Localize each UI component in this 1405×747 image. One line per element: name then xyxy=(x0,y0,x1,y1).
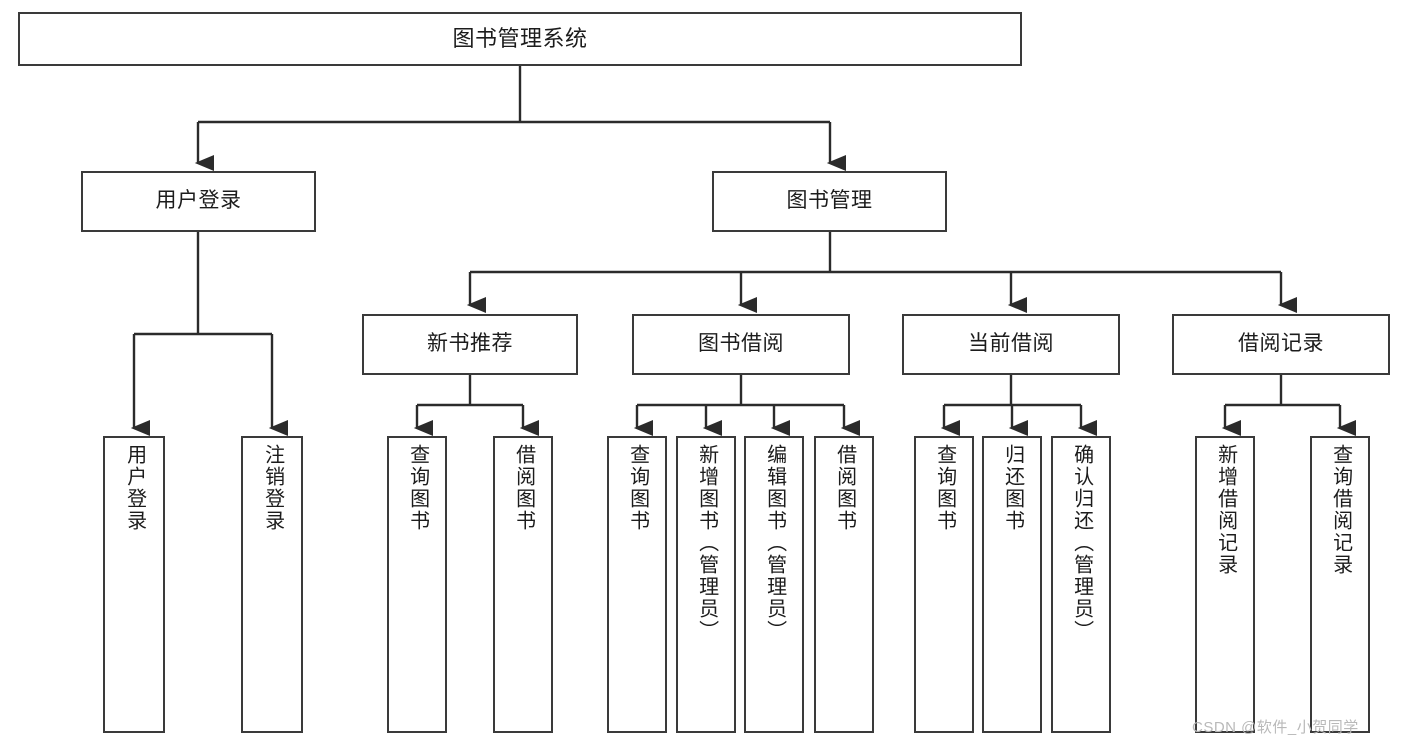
node-label: 查询图书 xyxy=(406,444,429,532)
node-label: 借阅记录 xyxy=(1238,332,1324,356)
node-current-borrowing[interactable]: 当前借阅 xyxy=(902,314,1120,375)
leaf-current-borrow-return-book[interactable]: 归还图书 xyxy=(982,436,1042,733)
node-label: 图书管理系统 xyxy=(452,26,588,52)
node-new-book-recommendation[interactable]: 新书推荐 xyxy=(362,314,578,375)
node-label: 注销登录 xyxy=(261,444,284,532)
leaf-current-borrow-confirm-return-admin[interactable]: 确认归还（管理员） xyxy=(1051,436,1111,733)
node-label: 查询图书 xyxy=(626,444,649,532)
node-book-management[interactable]: 图书管理 xyxy=(712,171,947,232)
leaf-book-borrow-add-book-admin[interactable]: 新增图书（管理员） xyxy=(676,436,736,733)
node-label: 借阅图书 xyxy=(833,444,856,532)
node-label: 新增图书（管理员） xyxy=(695,444,718,642)
node-label: 图书管理 xyxy=(786,189,873,213)
leaf-borrow-record-add-record[interactable]: 新增借阅记录 xyxy=(1195,436,1255,733)
leaf-current-borrow-query-book[interactable]: 查询图书 xyxy=(914,436,974,733)
node-label: 图书借阅 xyxy=(698,332,784,356)
node-label: 当前借阅 xyxy=(968,332,1054,356)
node-label: 新增借阅记录 xyxy=(1214,444,1237,576)
leaf-new-book-query-book[interactable]: 查询图书 xyxy=(387,436,447,733)
node-user-login[interactable]: 用户登录 xyxy=(81,171,316,232)
node-label: 用户登录 xyxy=(123,444,146,532)
leaf-book-borrow-query-book[interactable]: 查询图书 xyxy=(607,436,667,733)
node-label: 归还图书 xyxy=(1001,444,1024,532)
node-label: 查询借阅记录 xyxy=(1329,444,1352,576)
leaf-book-borrow-edit-book-admin[interactable]: 编辑图书（管理员） xyxy=(744,436,804,733)
node-label: 查询图书 xyxy=(933,444,956,532)
node-label: 借阅图书 xyxy=(512,444,535,532)
node-label: 确认归还（管理员） xyxy=(1070,444,1093,642)
node-root-book-management-system[interactable]: 图书管理系统 xyxy=(18,12,1022,66)
leaf-new-book-borrow-book[interactable]: 借阅图书 xyxy=(493,436,553,733)
node-label: 新书推荐 xyxy=(427,332,513,356)
node-borrowing-record[interactable]: 借阅记录 xyxy=(1172,314,1390,375)
node-label: 编辑图书（管理员） xyxy=(763,444,786,642)
leaf-book-borrow-borrow-book[interactable]: 借阅图书 xyxy=(814,436,874,733)
leaf-user-login-logout[interactable]: 注销登录 xyxy=(241,436,303,733)
leaf-borrow-record-query-record[interactable]: 查询借阅记录 xyxy=(1310,436,1370,733)
node-label: 用户登录 xyxy=(155,189,242,213)
node-book-borrowing[interactable]: 图书借阅 xyxy=(632,314,850,375)
leaf-user-login-login[interactable]: 用户登录 xyxy=(103,436,165,733)
